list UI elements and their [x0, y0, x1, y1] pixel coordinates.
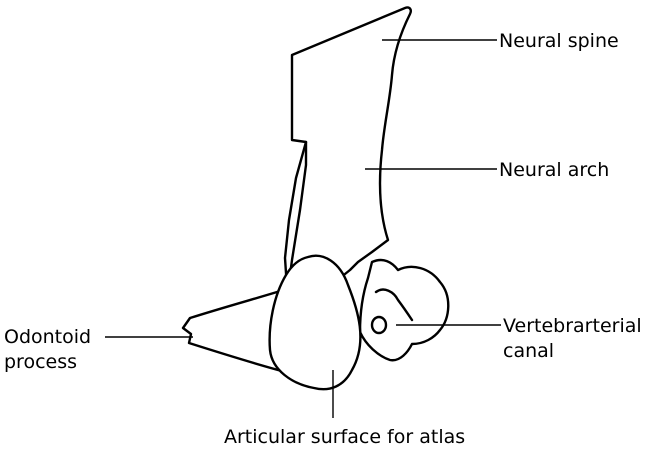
- neural-arch-label: Neural arch: [499, 159, 609, 181]
- odontoid-label-line2: process: [4, 351, 77, 373]
- transverse-inner-contour: [374, 288, 414, 322]
- neural-spine-arch-outline: [286, 6, 412, 292]
- arch-inner-edge: [283, 140, 308, 290]
- odontoid-label-line1: Odontoid: [4, 326, 91, 348]
- articular-facet-outline: [268, 254, 362, 391]
- odontoid-process-outline: [181, 286, 294, 374]
- articular-surface-label: Articular surface for atlas: [224, 426, 465, 448]
- vertebrarterial-label-line1: Vertebrarterial: [503, 315, 642, 337]
- vertebrarterial-label-line2: canal: [503, 340, 554, 362]
- neural-spine-label: Neural spine: [499, 30, 619, 52]
- vertebrarterial-canal-hole: [370, 315, 388, 335]
